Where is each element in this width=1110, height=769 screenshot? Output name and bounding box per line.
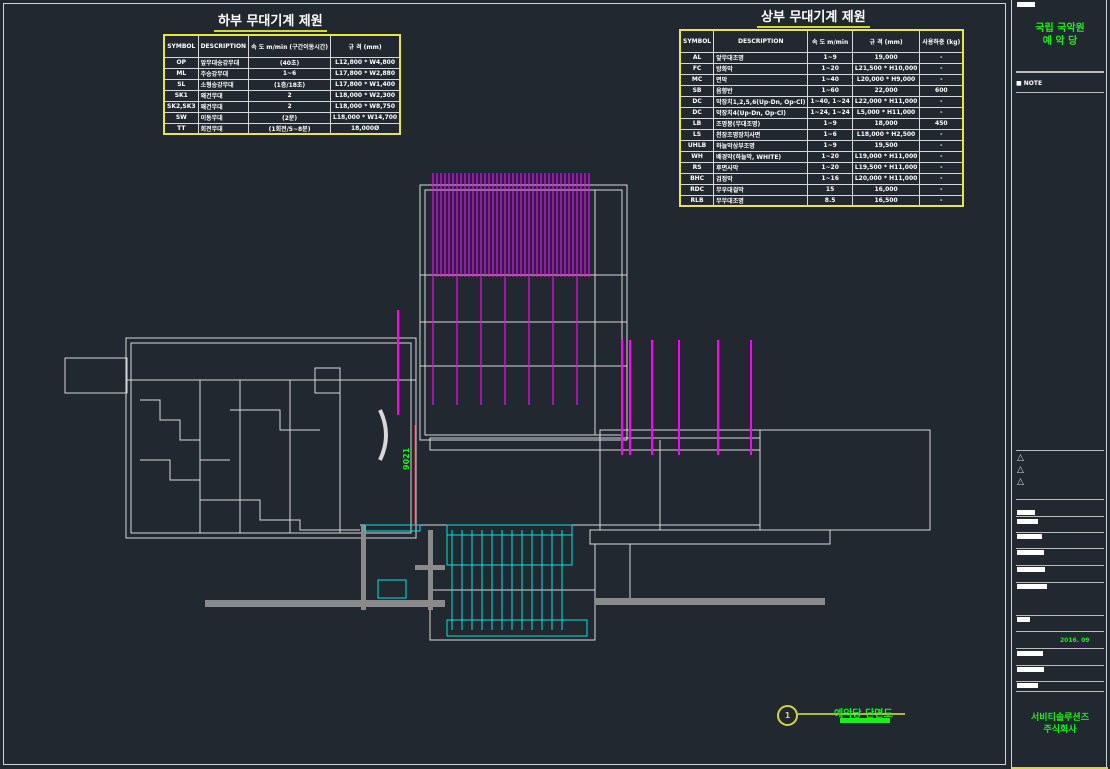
divider [1016,516,1104,517]
note-text: NOTE [1023,80,1043,87]
table-cell: 8.5 [807,194,853,207]
grey-foundation [205,525,825,610]
label-bar [1017,683,1038,688]
company-line2: 주식회사 [1043,725,1077,735]
company-name: 서비티솔루션즈 주식회사 [1012,712,1108,736]
label-bar [1017,617,1030,622]
table-cell: 1~20 [807,62,853,75]
upper-table-title: 상부 무대기계 제원 [757,6,870,28]
divider [1016,499,1104,500]
lower-table-title: 하부 무대기계 제원 [214,10,327,32]
table-cell: - [919,172,964,185]
title-block-bar [1017,2,1035,7]
divider [1016,532,1104,533]
section-title: 예악당 단면도 [834,709,893,720]
building-outline [64,184,931,641]
divider [1016,565,1104,566]
divider [1016,71,1104,73]
label-bar [1017,510,1035,515]
bottom-bar [1012,767,1108,769]
label-bar [1017,567,1045,572]
table-cell: 18,000Ø [330,122,401,135]
divider [1016,681,1104,682]
label-bar [1017,550,1044,555]
divider [1016,665,1104,666]
section-drawing [64,173,931,723]
dimension-label: 9021 [402,447,411,470]
cyan-stage-lifts [364,524,588,637]
table-cell: 회전무대 [197,122,250,135]
revision-triangles: △△△ [1017,453,1024,487]
divider [1016,631,1104,632]
divider [1016,582,1104,583]
divider [1016,548,1104,549]
section-number-circle: 1 [777,705,798,726]
magenta-fly-lines [397,173,752,455]
project-name: 국립 국악원 예 악 당 [1012,22,1108,48]
section-underline [840,718,890,723]
title-block: 국립 국악원 예 악 당 ■ NOTE △△△ 2016. 09 서비티솔루션즈… [1011,0,1108,769]
label-bar [1017,519,1038,524]
table-cell: TT [163,122,199,135]
label-bar [1017,651,1043,656]
project-line2: 예 악 당 [1042,36,1078,47]
table-cell: - [919,51,964,64]
project-line1: 국립 국악원 [1035,23,1085,34]
header-cell: 사용하중 (kg) [919,29,964,53]
header-cell: 속 도 m/min [807,29,853,53]
note-label: ■ NOTE [1016,80,1043,87]
divider [1016,615,1104,616]
divider [1016,450,1104,451]
table-cell: (1회전/5~8분) [248,122,332,135]
drawing-date: 2016. 09 [1060,637,1090,644]
drawing-frame [3,3,1006,765]
table-cell: - [919,194,964,207]
divider [1016,648,1104,649]
divider [1016,691,1104,692]
table-cell: 무무대조명 [713,194,809,207]
divider [1016,92,1104,93]
label-bar [1017,534,1042,539]
label-bar [1017,584,1047,589]
label-bar [1017,667,1044,672]
table-cell: RLB [679,194,715,207]
company-line1: 서비티솔루션즈 [1031,713,1089,723]
